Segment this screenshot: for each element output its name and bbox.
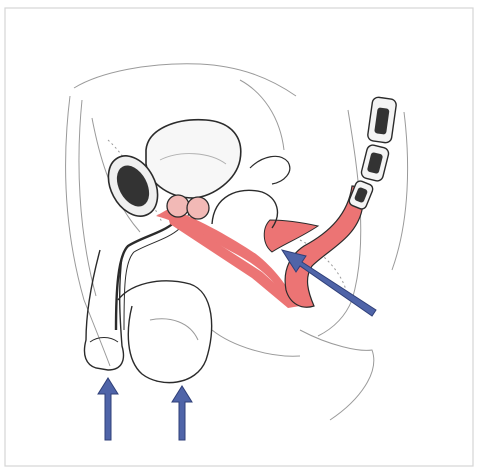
prostate-lobe-right xyxy=(187,197,209,219)
figure-frame xyxy=(5,8,473,466)
prostate-lobe-left xyxy=(167,195,189,217)
